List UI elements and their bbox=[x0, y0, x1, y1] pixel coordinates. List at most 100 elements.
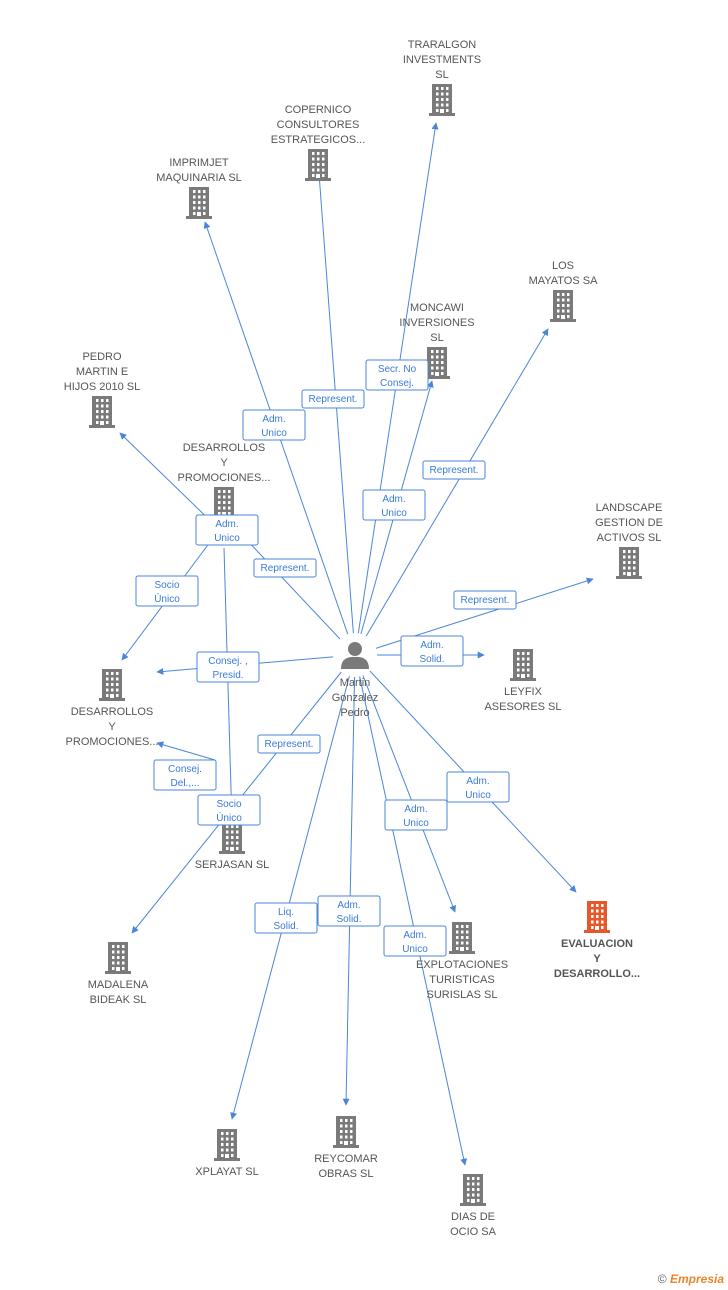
edge-label-copernico[interactable]: Represent. bbox=[301, 389, 365, 409]
edge-label-text: Consej. , bbox=[208, 656, 247, 667]
edge-label-text: Adm. bbox=[466, 776, 489, 787]
company-name-text: Y bbox=[108, 721, 116, 733]
footer: © Empresia bbox=[658, 1272, 724, 1286]
company-name-text: DIAS DE bbox=[451, 1211, 495, 1223]
company-node-desarrollos-1[interactable]: DESARROLLOSYPROMOCIONES... bbox=[178, 442, 271, 519]
company-name-text: ESTRATEGICOS... bbox=[271, 134, 366, 146]
copyright-icon: © bbox=[657, 1272, 667, 1286]
edge-label-text: Consej. bbox=[168, 764, 202, 775]
building-icon bbox=[186, 187, 212, 219]
edge-label-dias-de-ocio[interactable]: Adm.Unico bbox=[383, 925, 447, 957]
company-name-text: PROMOCIONES... bbox=[178, 472, 271, 484]
building-icon bbox=[424, 347, 450, 379]
edge-label-text: Unico bbox=[261, 428, 287, 439]
brand-logo[interactable]: Empresia bbox=[669, 1272, 724, 1286]
company-node-copernico[interactable]: COPERNICO CONSULTORES ESTRATEGICOS... bbox=[271, 104, 366, 181]
company-node-evaluacion[interactable]: EVALUACION Y DESARROLLO... bbox=[554, 901, 640, 980]
edge-label-text: Presid. bbox=[212, 670, 243, 681]
edge-label-text: Socio bbox=[216, 799, 241, 810]
edge-label-text: Represent. bbox=[261, 563, 310, 574]
company-name-text: SURISLAS SL bbox=[427, 989, 498, 1001]
building-icon bbox=[214, 1129, 240, 1161]
edge-label-imprimjet[interactable]: Adm.Unico bbox=[242, 409, 306, 441]
company-node-landscape[interactable]: LANDSCAPE GESTION DE ACTIVOS SL bbox=[595, 502, 663, 579]
edge-line-reycomar bbox=[342, 654, 356, 1106]
company-name-text: MONCAWI bbox=[410, 302, 464, 314]
company-name-text: Y bbox=[593, 953, 601, 965]
building-icon bbox=[99, 669, 125, 701]
person-name-text: Gonzalez bbox=[332, 692, 378, 704]
edge-label-text: Liq. bbox=[278, 907, 294, 918]
company-name-text: MADALENA bbox=[88, 979, 149, 991]
company-name-text: INVESTMENTS bbox=[403, 54, 481, 66]
company-name-text: ACTIVOS SL bbox=[597, 532, 662, 544]
company-node-desarrollos-2[interactable]: DESARROLLOSYPROMOCIONES... bbox=[66, 669, 159, 748]
edge-label-text: Represent. bbox=[430, 465, 479, 476]
building-icon bbox=[616, 547, 642, 579]
company-node-serjasan[interactable]: SERJASAN SL bbox=[195, 822, 270, 871]
building-icon bbox=[449, 922, 475, 954]
edge-label-xplayat[interactable]: Liq.Solid. bbox=[254, 902, 318, 934]
company-name-text: EXPLOTACIONES bbox=[416, 959, 508, 971]
edge-label-moncawi[interactable]: Adm. Unico bbox=[362, 489, 426, 521]
edge-label-pedro-martin[interactable]: Adm.Unico bbox=[195, 514, 259, 546]
company-name-text: OCIO SA bbox=[450, 1226, 497, 1238]
company-node-dias-de-ocio[interactable]: DIAS DE OCIO SA bbox=[450, 1174, 497, 1238]
edge-label-text: Del.,... bbox=[171, 778, 200, 789]
edge-label-madalena[interactable]: Represent. bbox=[257, 734, 321, 754]
company-name-text: GESTION DE bbox=[595, 517, 663, 529]
company-name-text: COPERNICO bbox=[285, 104, 352, 116]
edge-label-reycomar[interactable]: Adm.Solid. bbox=[317, 895, 381, 927]
edge-label-text: Represent. bbox=[265, 739, 314, 750]
company-name-text: EVALUACION bbox=[561, 938, 633, 950]
edge-line-dias-de-ocio bbox=[354, 654, 468, 1166]
building-icon bbox=[550, 290, 576, 322]
edge-label-text: Solid. bbox=[419, 654, 444, 665]
edge-label-desarrollos-1[interactable]: Represent. bbox=[253, 558, 317, 578]
company-name-text: LANDSCAPE bbox=[596, 502, 663, 514]
company-node-xplayat[interactable]: XPLAYAT SL bbox=[195, 1129, 259, 1178]
edge-label-desarrollos-2[interactable]: Consej. Del.,... bbox=[153, 759, 217, 791]
edge-label-text: Unico bbox=[381, 508, 407, 519]
building-icon bbox=[460, 1174, 486, 1206]
edge-label-text: Adm. bbox=[382, 494, 405, 505]
building-icon bbox=[219, 822, 245, 854]
building-icon bbox=[105, 942, 131, 974]
edge-label-evaluacion[interactable]: Adm.Unico bbox=[446, 771, 510, 803]
edge-label-landscape[interactable]: Represent. bbox=[453, 590, 517, 610]
building-icon bbox=[429, 84, 455, 116]
edge-line-los-mayatos bbox=[354, 328, 549, 656]
company-name-text: CONSULTORES bbox=[277, 119, 360, 131]
company-name-text: DESARROLLO... bbox=[554, 968, 640, 980]
company-name-text: LOS bbox=[552, 260, 574, 272]
edge-label-text: Solid. bbox=[336, 914, 361, 925]
company-name-text: DESARROLLOS bbox=[71, 706, 154, 718]
company-name-text: TRARALGON bbox=[408, 39, 477, 51]
company-name-text: XPLAYAT SL bbox=[195, 1166, 258, 1178]
edge-label-leyfix[interactable]: Adm.Solid. bbox=[400, 635, 464, 667]
edge-label-desarrollos-2[interactable]: Consej. , Presid. bbox=[196, 651, 260, 683]
edge-label-explotaciones[interactable]: Adm.Unico bbox=[384, 799, 448, 831]
edge-label-los-mayatos[interactable]: Represent. bbox=[422, 460, 486, 480]
person-icon bbox=[341, 642, 369, 669]
company-name-text: SL bbox=[430, 332, 443, 344]
company-name-text: Y bbox=[220, 457, 228, 469]
building-icon bbox=[89, 396, 115, 428]
edge-label-text: Unico bbox=[214, 533, 240, 544]
edge-labels-layer: Secr. NoConsej.Represent.Adm.UnicoRepres… bbox=[135, 359, 517, 957]
edge-label-text: Unico bbox=[402, 944, 428, 955]
